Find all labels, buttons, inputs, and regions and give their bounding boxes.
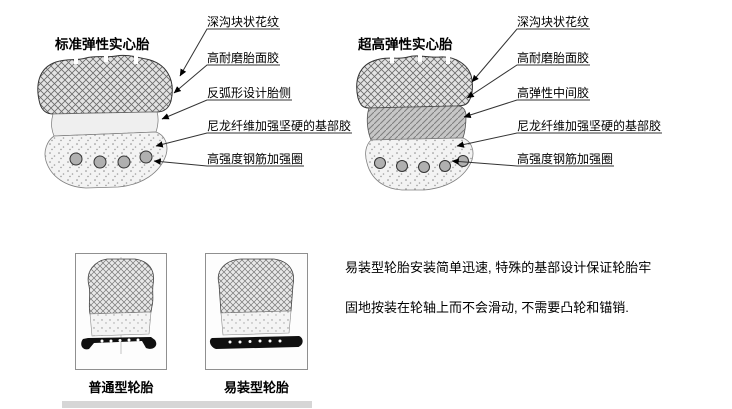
easyfit-tire-figure <box>205 253 308 370</box>
right-tread-layer <box>356 55 473 109</box>
tread-groove <box>134 56 138 64</box>
bottom-gray-strip <box>62 401 312 408</box>
tread-groove <box>74 56 78 64</box>
rim-band <box>81 337 157 350</box>
left-label-tread-rubber: 高耐磨胎面胶 <box>207 51 280 65</box>
right-label-base-rubber: 尼龙纤维加强坚硬的基部胶 <box>517 119 662 133</box>
right-label-middle-rubber: 高弹性中间胶 <box>517 86 590 100</box>
right-diagram-title: 超高弹性实心胎 <box>358 37 453 52</box>
right-tire-cross-section <box>356 54 474 191</box>
left-label-steel-ring: 高强度钢筋加强圈 <box>207 152 304 166</box>
tread-groove <box>390 55 394 63</box>
left-steel-rings <box>69 150 153 169</box>
tread <box>217 258 295 314</box>
right-label-tread-pattern: 深沟块状花纹 <box>517 15 590 29</box>
left-label-base-rubber: 尼龙纤维加强坚硬的基部胶 <box>207 119 352 133</box>
easyfit-tire-drawing <box>209 258 303 349</box>
description-line-1: 易装型轮胎安装简单迅速, 特殊的基部设计保证轮胎牢 <box>345 260 652 275</box>
description-line-2: 固地按装在轮轴上而不会滑动, 不需要凸轮和锚销. <box>345 300 629 315</box>
right-label-steel-ring: 高强度钢筋加强圈 <box>517 152 614 166</box>
rim-dots <box>100 338 140 343</box>
rim-band <box>209 336 303 349</box>
rim-dots <box>228 339 282 344</box>
left-tread-layer <box>37 54 173 115</box>
tread-groove <box>446 56 450 64</box>
base <box>89 311 152 337</box>
normal-tire-caption: 普通型轮胎 <box>88 380 154 395</box>
base <box>220 310 292 336</box>
right-middle-layer <box>366 105 467 141</box>
right-label-tread-rubber: 高耐磨胎面胶 <box>517 51 590 65</box>
tread-groove <box>104 54 108 62</box>
left-tire-cross-section <box>37 54 173 189</box>
left-label-tread-pattern: 深沟块状花纹 <box>207 15 280 29</box>
normal-tire-drawing <box>81 257 157 354</box>
left-diagram-title: 标准弹性实心胎 <box>55 37 150 52</box>
tread <box>87 258 155 315</box>
normal-tire-figure <box>75 253 167 370</box>
left-label-sidewall: 反弧形设计胎侧 <box>207 86 292 100</box>
easyfit-tire-caption: 易装型轮胎 <box>223 380 289 395</box>
tread-groove <box>418 54 422 62</box>
